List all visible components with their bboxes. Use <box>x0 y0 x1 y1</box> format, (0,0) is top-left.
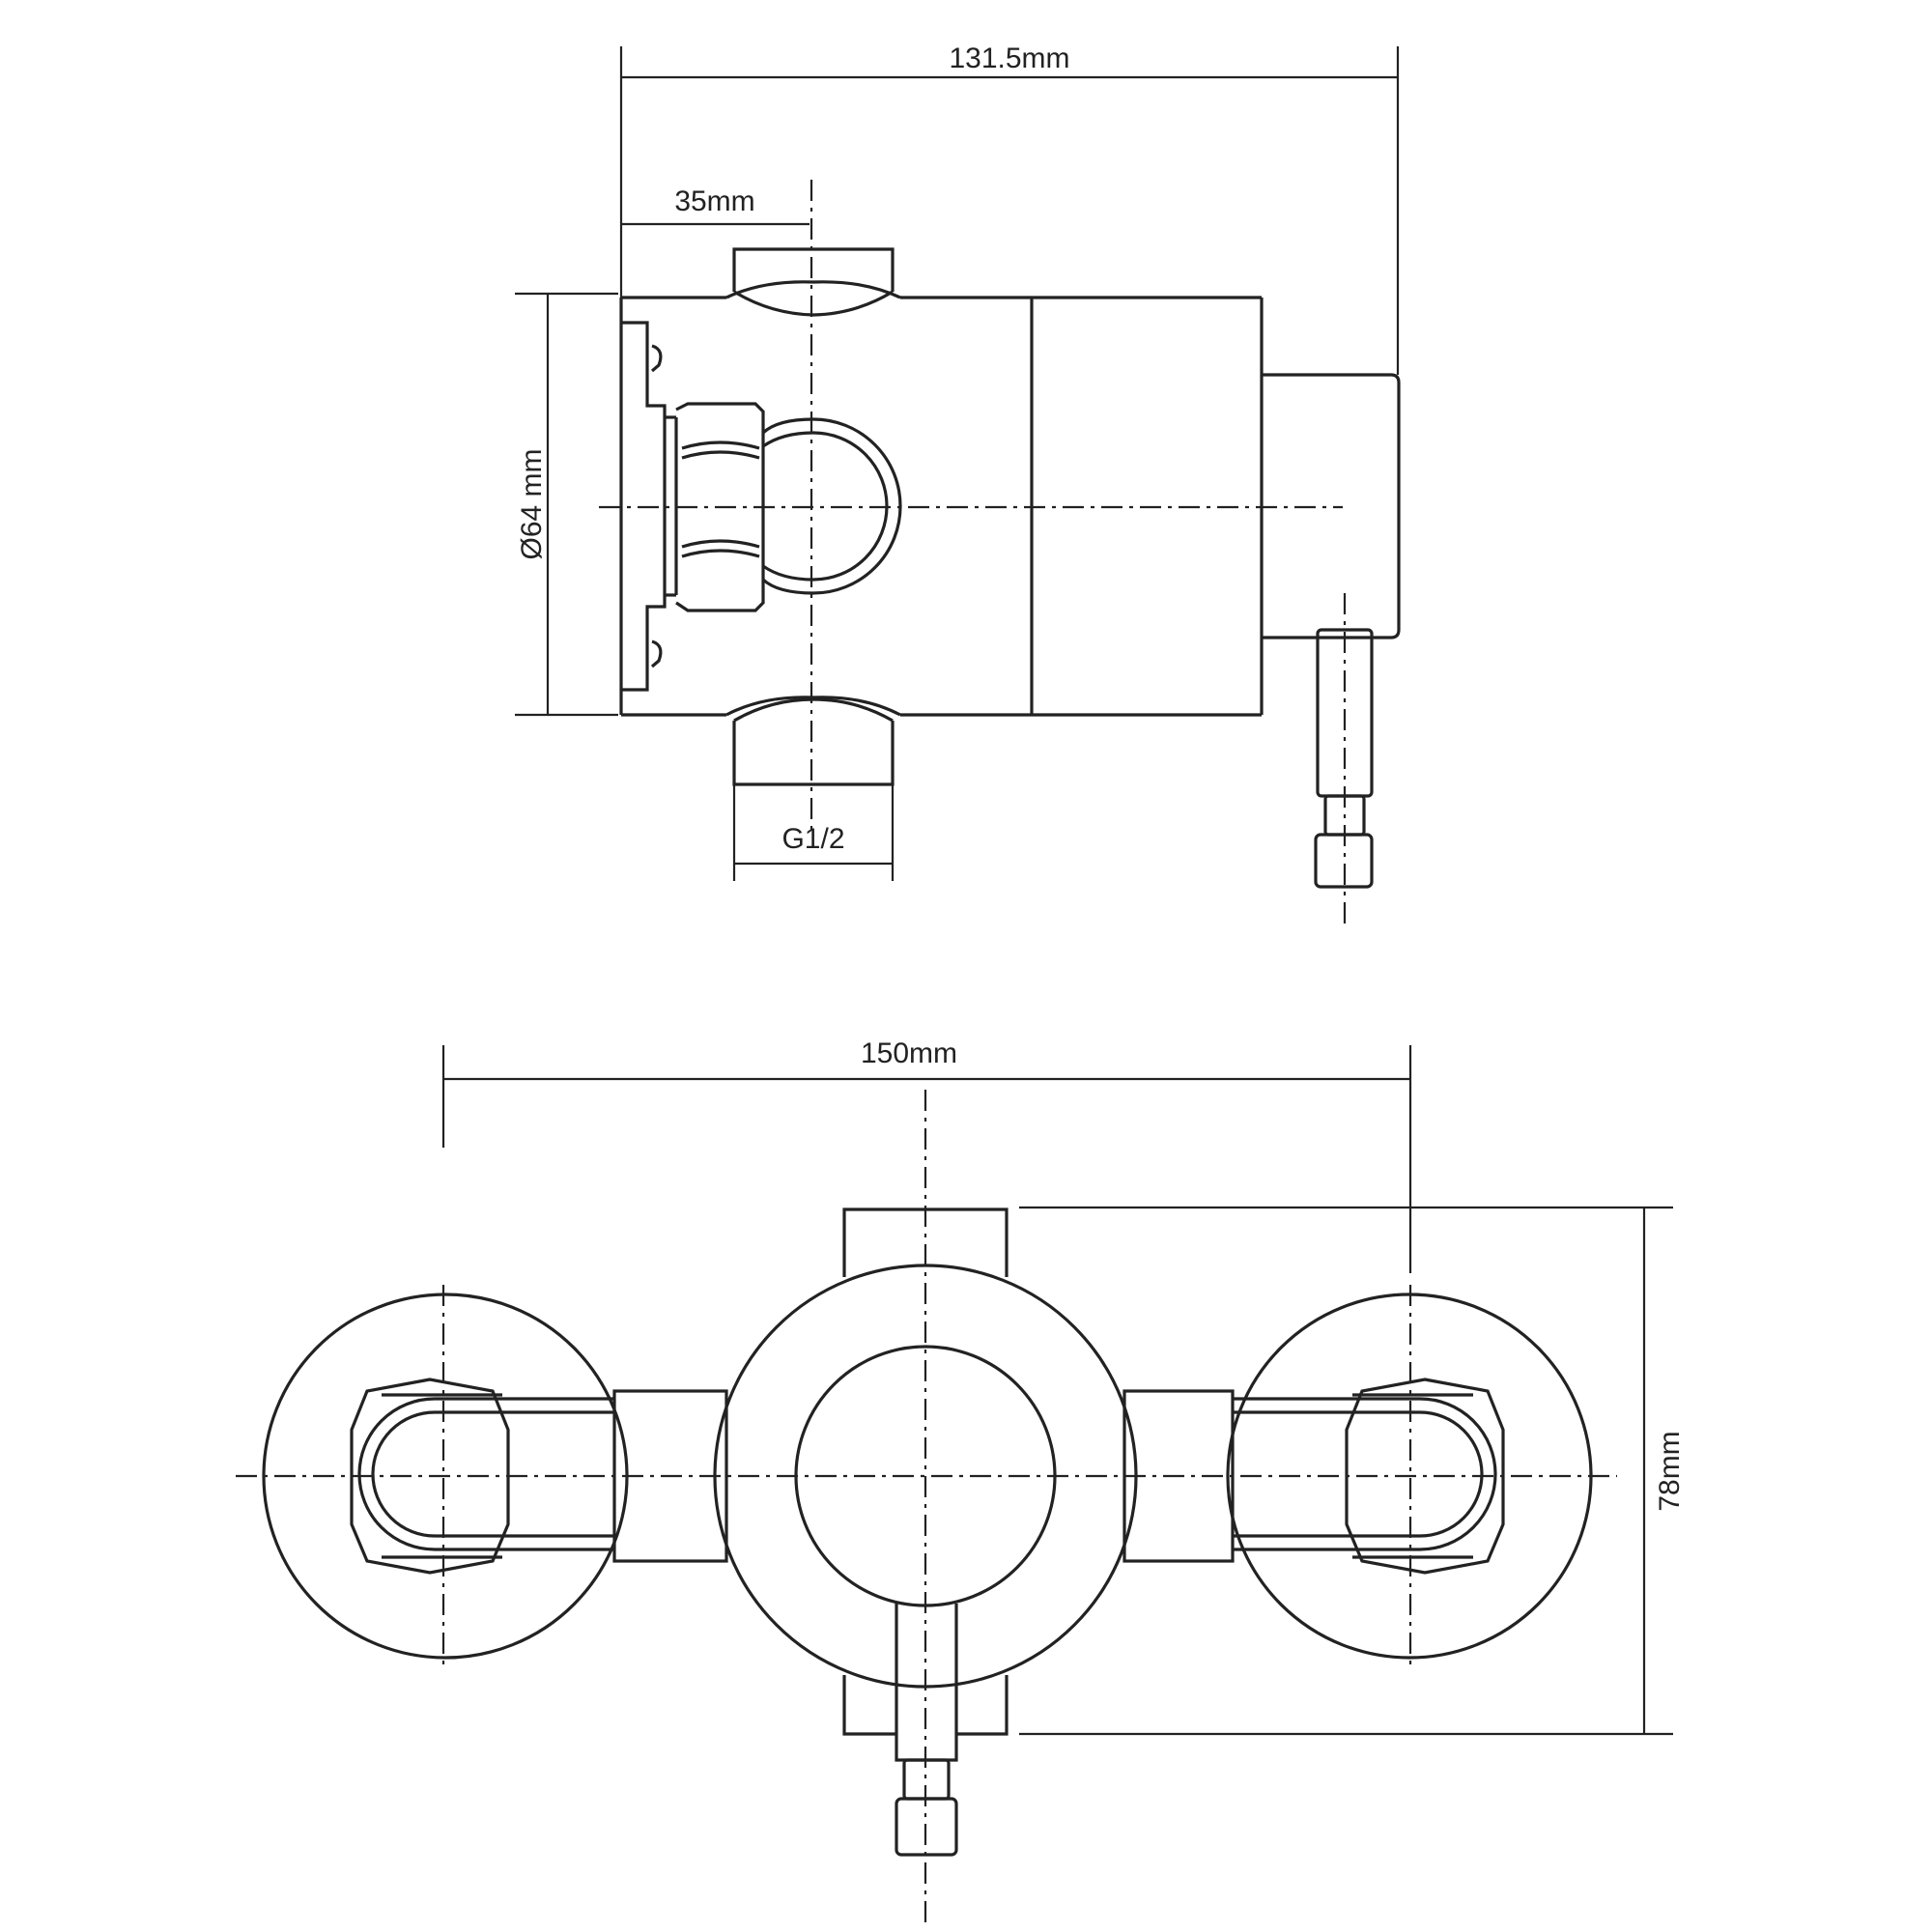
inlet-thread-label: G1/2 <box>781 823 844 855</box>
side-view: 131.5mm 35mm Ø64 mm G1/2 <box>515 43 1401 923</box>
dimension-inlet-thread: G1/2 <box>732 781 895 881</box>
dimension-inlet-offset: 35mm <box>621 185 810 226</box>
front-view: 150mm 78mm <box>236 1037 1686 1924</box>
overall-length-label: 131.5mm <box>949 43 1069 74</box>
top-inlet <box>725 247 901 317</box>
dimension-overall-length: 131.5mm <box>619 43 1400 375</box>
inlet-centres-label: 150mm <box>861 1037 957 1069</box>
spindle-housing <box>1262 373 1401 639</box>
inlet-offset-label: 35mm <box>674 185 754 217</box>
body-height-label: 78mm <box>1654 1431 1686 1511</box>
right-hex-nut <box>1345 1378 1505 1575</box>
bottom-boss-front <box>842 1675 1009 1736</box>
dimension-inlet-centres: 150mm <box>441 1037 1412 1273</box>
body-diameter-label: Ø64 mm <box>516 448 548 559</box>
dimension-body-diameter: Ø64 mm <box>515 292 618 717</box>
bottom-inlet <box>725 696 901 786</box>
dimension-body-height: 78mm <box>1019 1206 1686 1736</box>
left-hex-nut <box>350 1378 510 1575</box>
